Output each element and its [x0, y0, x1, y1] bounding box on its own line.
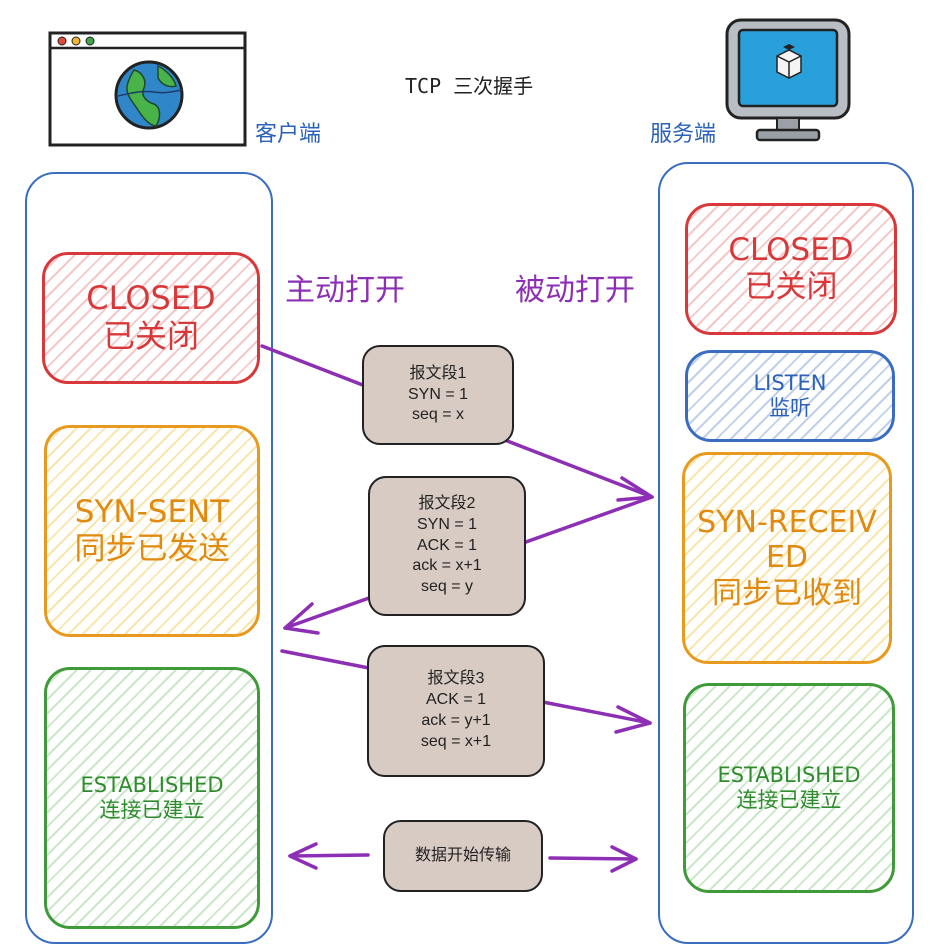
state-name-zh: 连接已建立 — [99, 798, 205, 822]
server-state-closed: CLOSED 已关闭 — [685, 203, 897, 335]
state-name-zh: 已关闭 — [102, 317, 199, 355]
segment-line: 报文段3 — [427, 670, 485, 688]
state-name: ESTABLISHED — [717, 763, 861, 788]
server-state-syn-received: SYN-RECEIVED 同步已收到 — [682, 452, 892, 664]
data-arrow-left — [288, 853, 370, 858]
segment-line: ACK = 1 — [416, 536, 478, 554]
segment-line: ack = x+1 — [412, 557, 482, 575]
active-open-label: 主动打开 — [285, 273, 405, 308]
data-arrow-right — [548, 856, 638, 861]
segment3-arrowhead — [614, 705, 652, 734]
segment-line: ACK = 1 — [425, 691, 487, 709]
segment2-arrowhead — [283, 602, 320, 635]
segment-line: SYN = 1 — [416, 515, 478, 533]
segment-line: seq = x+1 — [420, 732, 492, 750]
data-transfer-box: 数据开始传输 — [383, 820, 543, 892]
state-name-zh: 已关闭 — [744, 269, 838, 305]
state-name-zh: 监听 — [769, 396, 811, 420]
browser-globe-icon — [48, 30, 248, 154]
segment-line: ack = y+1 — [421, 712, 491, 729]
computer-monitor-icon — [725, 18, 855, 152]
state-name-zh: 连接已建立 — [736, 788, 842, 812]
state-name: SYN-RECEIVED — [697, 504, 877, 576]
diagram-title: TCP 三次握手 — [405, 74, 534, 98]
segment-3-box: 报文段3 ACK = 1 ack = y+1 seq = x+1 — [367, 645, 545, 777]
client-state-closed: CLOSED 已关闭 — [42, 252, 260, 384]
client-label: 客户端 — [255, 122, 322, 147]
segment-line: SYN = 1 — [407, 385, 469, 403]
data-arrow-right-head — [610, 845, 638, 873]
server-label: 服务端 — [650, 122, 717, 147]
client-column — [25, 172, 273, 944]
segment-line: 报文段1 — [409, 364, 467, 382]
data-arrow-left-head — [288, 842, 318, 870]
state-name: SYN-SENT — [74, 494, 230, 531]
state-name-zh: 同步已收到 — [712, 575, 862, 611]
server-state-established: ESTABLISHED 连接已建立 — [683, 683, 895, 893]
client-state-established: ESTABLISHED 连接已建立 — [44, 667, 260, 929]
segment-line: seq = y — [420, 578, 474, 596]
segment-2-box: 报文段2 SYN = 1 ACK = 1 ack = x+1 seq = y — [368, 476, 526, 616]
state-name: ESTABLISHED — [80, 773, 224, 798]
state-name: CLOSED — [728, 232, 854, 269]
state-name-zh: 同步已发送 — [74, 531, 230, 567]
segment-1-box: 报文段1 SYN = 1 seq = x — [362, 345, 514, 445]
data-transfer-label: 数据开始传输 — [414, 846, 511, 864]
state-name: CLOSED — [86, 279, 216, 318]
state-name: LISTEN — [753, 371, 827, 396]
passive-open-label: 被动打开 — [515, 273, 635, 308]
segment-line: 报文段2 — [418, 495, 476, 512]
server-column — [658, 162, 914, 944]
segment-line: seq = x — [411, 406, 465, 424]
server-state-listen: LISTEN 监听 — [685, 350, 895, 442]
client-state-syn-sent: SYN-SENT 同步已发送 — [44, 425, 260, 637]
